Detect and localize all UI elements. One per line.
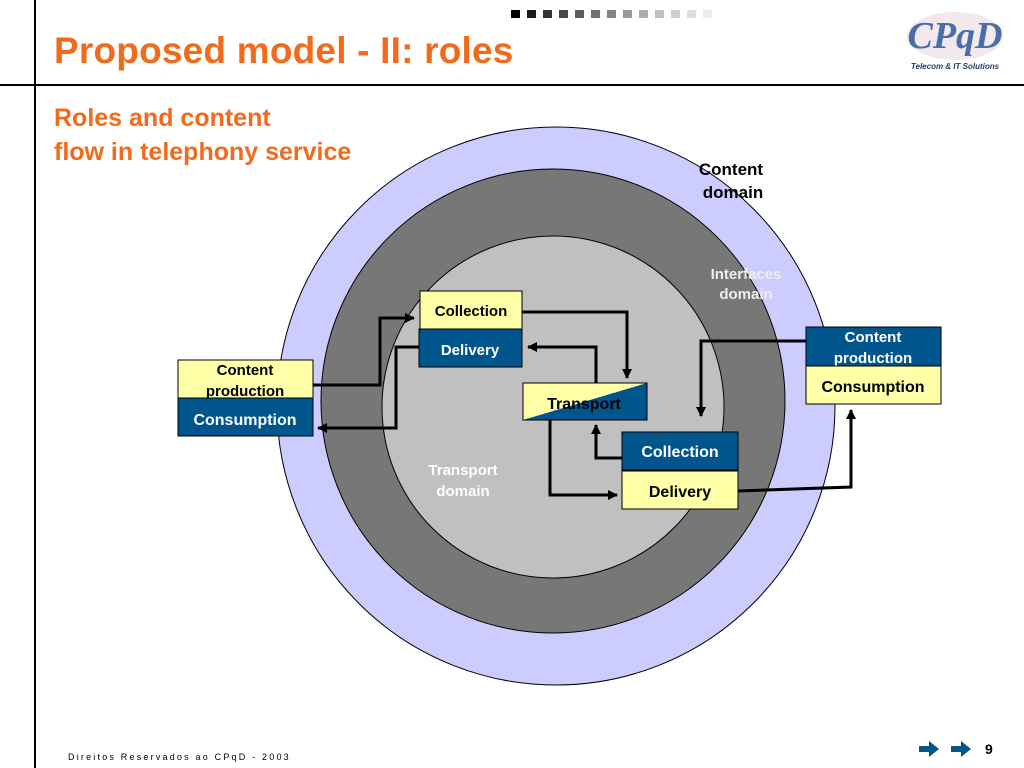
progress-square — [575, 10, 584, 18]
slide-progress-indicator — [511, 10, 712, 18]
left-content-production-label-line-2: production — [206, 383, 284, 400]
page-number: 9 — [985, 741, 993, 757]
interfaces-domain-label-line-2: domain — [719, 286, 772, 303]
left-consumption-box — [177, 397, 314, 437]
subtitle-line-2: flow in telephony service — [54, 138, 352, 166]
left-consumption-label: Consumption — [193, 412, 296, 429]
top-delivery-box — [418, 328, 523, 368]
progress-square — [543, 10, 552, 18]
progress-square — [511, 10, 520, 18]
content-domain-label-line-1: Content — [699, 160, 764, 179]
bottom-collection-box — [621, 431, 739, 471]
transport-box — [522, 382, 648, 421]
arrow-transport-to-top-delivery — [527, 342, 598, 383]
content-domain-label-line-2: domain — [703, 183, 763, 202]
transport-label: Transport — [547, 396, 621, 413]
transport-domain-label-line-1: Transport — [428, 462, 497, 479]
progress-square — [559, 10, 568, 18]
arrow-left-production-to-collection — [313, 313, 415, 387]
arrow-bottom-collection-to-transport — [591, 424, 622, 460]
left-content-production-box — [177, 359, 314, 399]
right-content-production-label-line-2: production — [834, 350, 912, 367]
arrow-collection-to-transport — [522, 310, 632, 379]
header-divider-line — [0, 84, 1024, 86]
progress-square — [639, 10, 648, 18]
slide-subtitle: Roles and content flow in telephony serv… — [54, 101, 351, 169]
bottom-delivery-box — [621, 470, 739, 510]
progress-square — [703, 10, 712, 18]
progress-square — [607, 10, 616, 18]
progress-square — [687, 10, 696, 18]
transport-domain-label-line-2: domain — [436, 483, 489, 500]
left-divider-line — [34, 0, 36, 768]
top-delivery-label: Delivery — [441, 342, 500, 359]
copyright-footer: Direitos Reservados ao CPqD - 2003 — [68, 752, 291, 762]
bottom-collection-label: Collection — [641, 444, 718, 461]
next-slide-button[interactable] — [950, 740, 972, 758]
right-consumption-label: Consumption — [821, 379, 924, 396]
subtitle-line-1: Roles and content — [54, 104, 271, 132]
progress-square — [655, 10, 664, 18]
right-consumption-box — [805, 365, 942, 405]
right-arrow-icon — [919, 741, 939, 757]
right-content-production-box — [805, 326, 942, 367]
progress-square — [623, 10, 632, 18]
logo-letters: CPqD — [908, 15, 1003, 57]
bottom-delivery-label: Delivery — [649, 484, 711, 501]
slide-title: Proposed model - II: roles — [54, 30, 514, 71]
arrow-delivery-to-right-consumption — [737, 409, 856, 493]
progress-square — [527, 10, 536, 18]
right-arrow-icon — [951, 741, 971, 757]
previous-slide-button[interactable] — [918, 740, 940, 758]
logo-tagline: Telecom & IT Solutions — [910, 62, 1000, 71]
arrow-delivery-to-left-consumption — [317, 345, 419, 433]
top-collection-label: Collection — [435, 303, 508, 320]
interfaces-domain-label-line-1: Interfaces — [711, 266, 782, 283]
left-content-production-label-line-1: Content — [217, 362, 274, 379]
right-content-production-label-line-1: Content — [845, 329, 902, 346]
arrow-right-production-to-collection — [696, 339, 806, 417]
progress-square — [671, 10, 680, 18]
arrow-transport-to-bottom-delivery — [548, 420, 618, 500]
cpqd-logo: CPqD Telecom & IT Solutions — [905, 10, 1005, 72]
progress-square — [591, 10, 600, 18]
